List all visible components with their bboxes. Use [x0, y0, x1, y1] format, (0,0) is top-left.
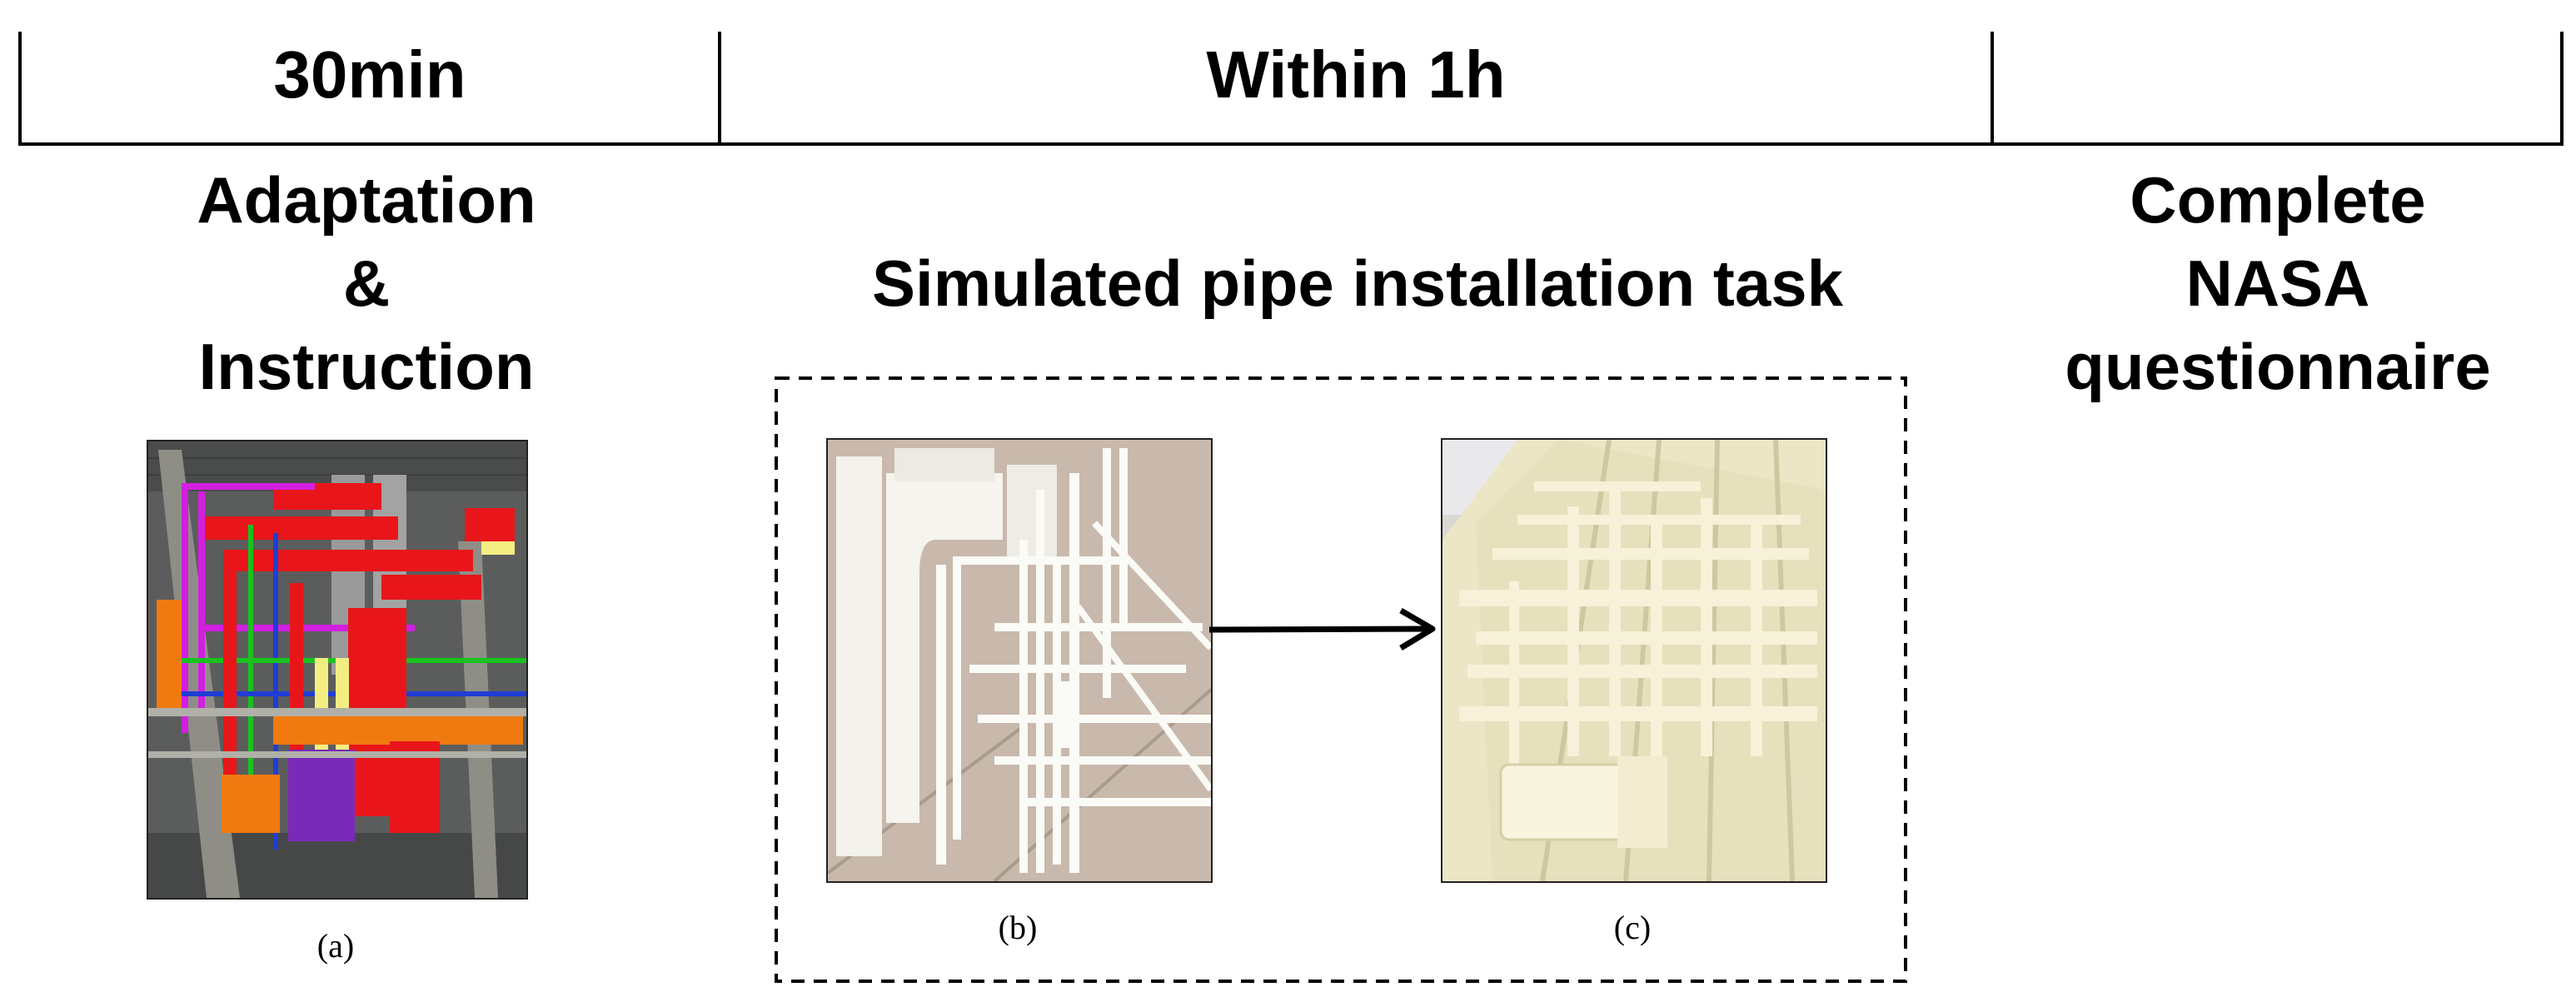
timeline-label-within-1h: Within 1h: [1206, 37, 1506, 112]
questionnaire-title: Complete NASA questionnaire: [1991, 158, 2565, 408]
arrow-icon: [1209, 607, 1436, 651]
caption-b: (b): [998, 909, 1038, 946]
assembled-pipe-model-image: [1441, 438, 1827, 883]
questionnaire-line-3: questionnaire: [2065, 330, 2491, 403]
bim-pipe-model-image: [147, 440, 528, 900]
timeline-label-blank: [1992, 25, 2562, 125]
pipe-parts-image: [826, 438, 1213, 883]
caption-c: (c): [1613, 909, 1652, 946]
adaptation-title: Adaptation & Instruction: [117, 158, 616, 408]
caption-a: (a): [316, 927, 355, 965]
adaptation-line-3: Instruction: [198, 330, 535, 403]
questionnaire-line-1: Complete: [2130, 163, 2426, 237]
task-title: Simulated pipe installation task: [872, 247, 1843, 320]
adaptation-line-2: &: [342, 247, 391, 320]
adaptation-line-1: Adaptation: [197, 163, 536, 237]
task-dashed-frame: [775, 376, 1907, 983]
timeline-label-30min: 30min: [273, 37, 466, 112]
timeline: [18, 32, 2564, 146]
questionnaire-line-2: NASA: [2185, 247, 2370, 320]
